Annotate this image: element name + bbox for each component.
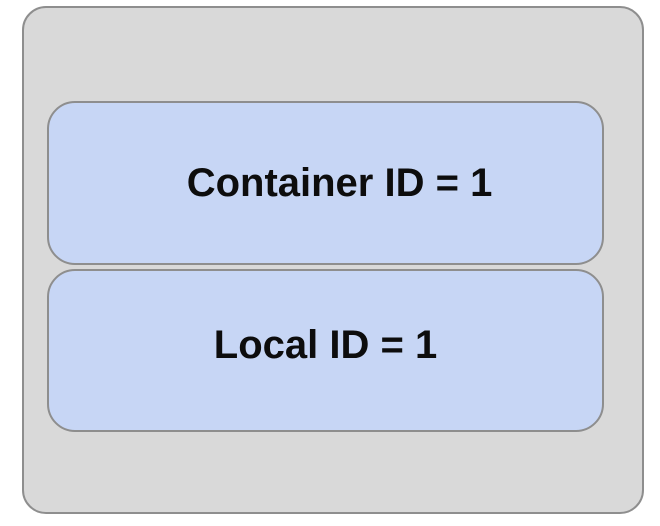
container-id-label: Container ID = 1: [186, 160, 493, 205]
local-id-label: Local ID = 1: [213, 323, 438, 367]
container-id-box: Container ID = 1: [47, 101, 604, 265]
local-id-box: Local ID = 1: [47, 269, 604, 432]
